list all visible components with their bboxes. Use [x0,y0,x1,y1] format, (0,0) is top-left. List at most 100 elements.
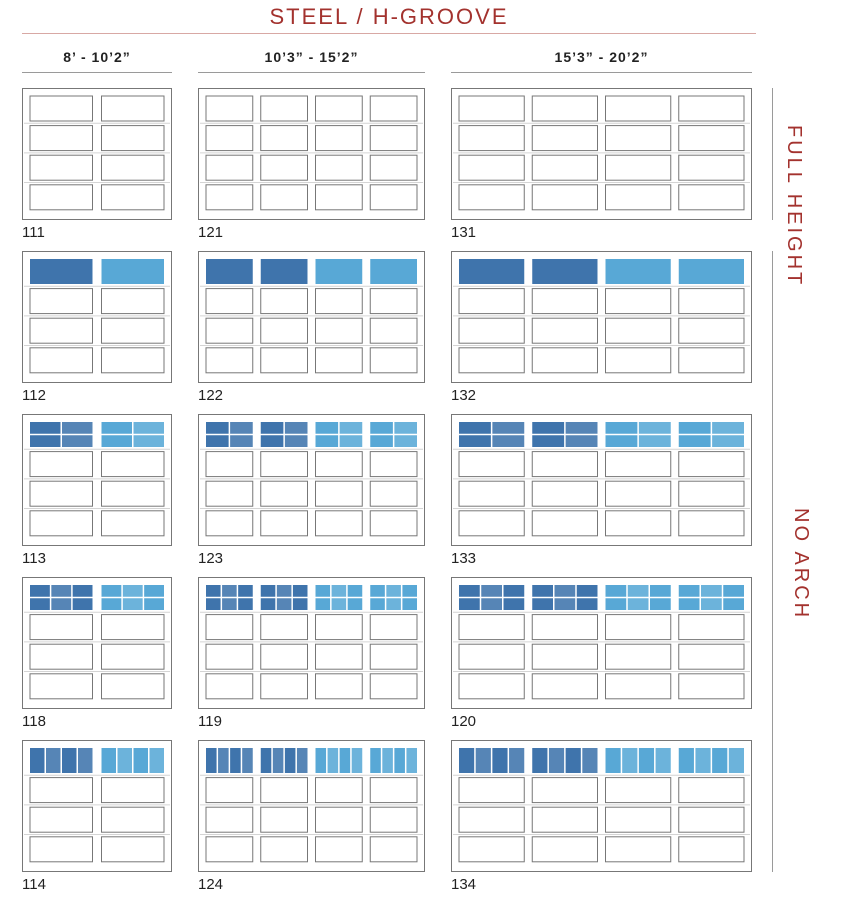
door-panel [369,673,418,700]
door-panel [678,317,745,344]
glass-pane [728,748,744,773]
door-panel [678,777,745,804]
door-panel [315,510,363,537]
door-panel [531,95,598,122]
door-panel [678,643,745,670]
door-panel [458,347,525,374]
glass-pane [101,259,164,284]
door-panel [260,510,308,537]
glass-pane [206,259,253,284]
glass-pane [638,435,671,447]
door-panel [315,643,363,670]
model-number-132: 132 [451,387,477,404]
glass-pane [331,598,347,610]
glass-pane [402,585,417,597]
glass-pane [122,585,143,597]
door-panel [260,673,308,700]
glass-pane [276,585,292,597]
door-panel [678,95,745,122]
door-panel [29,643,93,670]
door-panel [101,317,165,344]
door-panel [205,154,254,181]
glass-pane [627,585,649,597]
glass-pane [347,598,363,610]
glass-pane [284,748,296,773]
door-panel [205,643,254,670]
glass-pane [117,748,132,773]
door-panel [531,184,598,211]
door-panel [260,480,308,507]
glass-pane [532,435,565,447]
glass-pane [327,748,339,773]
glass-pane [206,748,217,773]
model-number-134: 134 [451,876,477,893]
door-panel [678,154,745,181]
glass-pane [144,585,164,597]
glass-pane [238,598,253,610]
glass-pane [206,585,221,597]
door-panel [605,184,672,211]
glass-pane [72,585,93,597]
glass-pane [678,598,700,610]
door-panel [205,777,254,804]
door-panel [678,288,745,315]
door-panel [369,451,418,478]
glass-pane [459,748,475,773]
door-120 [451,577,752,709]
door-panel [260,347,308,374]
glass-pane [394,422,417,434]
door-panel [260,125,308,152]
glass-pane [62,422,93,434]
no-arch-label: NO ARCH [790,508,812,621]
glass-pane [605,259,671,284]
glass-pane [565,435,598,447]
model-number-131: 131 [451,224,477,241]
door-panel [531,836,598,863]
glass-pane [315,422,339,434]
glass-pane [218,748,229,773]
door-panel [29,95,93,122]
glass-pane [576,598,598,610]
glass-pane [695,748,711,773]
title-divider [22,33,756,34]
full-height-rule [772,88,773,220]
door-134 [451,740,752,872]
door-panel [101,480,165,507]
door-panel [260,184,308,211]
door-panel [29,451,93,478]
glass-pane [548,748,565,773]
door-panel [101,510,165,537]
door-panel [260,288,308,315]
door-panel [605,480,672,507]
door-panel [205,836,254,863]
door-panel [260,451,308,478]
glass-pane [532,422,565,434]
glass-pane [386,585,401,597]
glass-pane [30,748,45,773]
glass-pane [133,435,164,447]
door-panel [605,317,672,344]
door-panel [531,614,598,641]
door-118 [22,577,172,709]
glass-pane [370,585,385,597]
door-panel [29,317,93,344]
glass-pane [382,748,393,773]
glass-pane [206,435,229,447]
glass-pane [459,422,491,434]
glass-pane [370,748,381,773]
door-112 [22,251,172,383]
door-panel [531,125,598,152]
door-131 [451,88,752,220]
glass-pane [650,598,671,610]
door-panel [458,317,525,344]
glass-pane [230,748,241,773]
model-number-114: 114 [22,876,46,893]
door-panel [531,806,598,833]
door-panel [369,95,418,122]
model-number-133: 133 [451,550,477,567]
column-rule-medium [198,72,425,73]
door-panel [315,154,363,181]
model-number-124: 124 [198,876,224,893]
glass-pane [30,585,50,597]
glass-pane [30,259,93,284]
